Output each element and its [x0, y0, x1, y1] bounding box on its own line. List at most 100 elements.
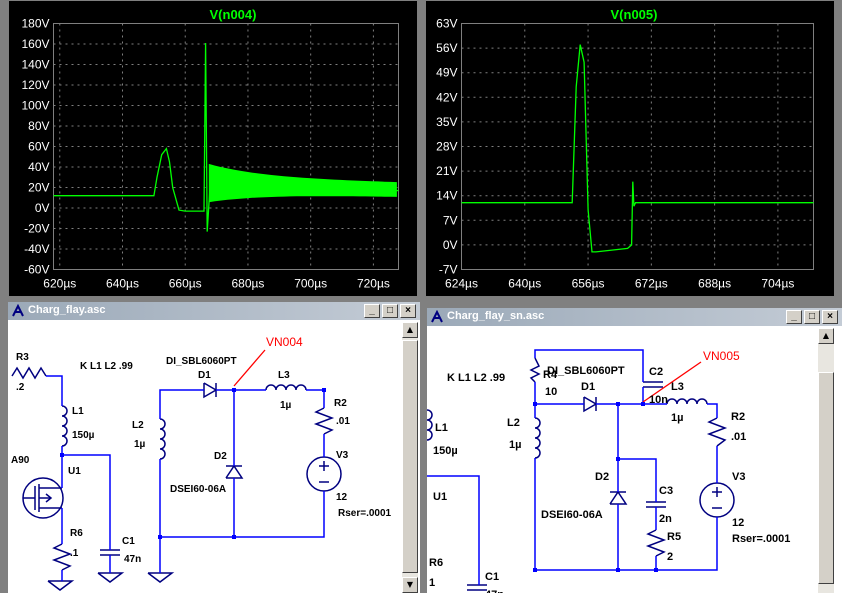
resistor-r6[interactable]: [51, 543, 73, 571]
y-tick-label: 20V: [28, 181, 49, 195]
value-r2: .01: [731, 431, 746, 443]
resistor-r4[interactable]: [529, 357, 541, 383]
label-r6: R6: [70, 528, 83, 539]
ground-symbol: [47, 580, 75, 591]
maximize-button[interactable]: □: [382, 304, 398, 318]
trace-vn004[interactable]: [53, 42, 399, 232]
label-v3: V3: [732, 471, 745, 483]
maximize-button[interactable]: □: [804, 310, 820, 324]
scroll-down-button[interactable]: ▼: [402, 577, 418, 593]
y-tick-label: 42V: [436, 90, 457, 104]
diode-d1[interactable]: [203, 382, 218, 399]
capacitor-c2[interactable]: [643, 381, 663, 388]
capacitor-c1[interactable]: [100, 549, 120, 556]
diode-d2[interactable]: [225, 464, 244, 479]
diode-model: DI_SBL6060PT: [547, 365, 625, 377]
v3-rser: Rser=.0001: [732, 533, 790, 545]
net-label-vn005[interactable]: VN005: [703, 349, 740, 363]
schematic-window-left[interactable]: Charg_flay.asc _ □ × ▲ ▼: [8, 302, 420, 593]
resistor-r2[interactable]: [313, 407, 335, 435]
scroll-thumb[interactable]: [818, 372, 834, 584]
resistor-r3[interactable]: [11, 366, 47, 380]
value-l1: 150µ: [433, 445, 458, 457]
y-tick-label: 180V: [21, 17, 49, 31]
label-a90: A90: [11, 455, 30, 466]
net-label-vn004[interactable]: VN004: [266, 335, 303, 349]
grid: [53, 23, 399, 270]
y-tick-label: 60V: [28, 140, 49, 154]
inductor-l1[interactable]: [427, 409, 433, 441]
x-tick-label: 660µs: [169, 277, 202, 291]
inductor-l2[interactable]: [159, 418, 166, 460]
schematic-canvas[interactable]: R3 .2 K L1 L2 .99 L1 150µ A90 U1 R6 .1 C…: [8, 322, 402, 593]
mosfet-u1[interactable]: [22, 477, 64, 519]
window-titlebar[interactable]: Charg_flay.asc _ □ ×: [8, 302, 420, 320]
inductor-l3[interactable]: [265, 384, 307, 391]
schematic-canvas[interactable]: K L1 L2 .99 R4 10 DI_SBL6060PT C2 10n D1…: [427, 328, 819, 593]
window-titlebar[interactable]: Charg_flay_sn.asc _ □ ×: [427, 308, 842, 326]
value-l3: 1µ: [280, 400, 292, 411]
close-button[interactable]: ×: [400, 304, 416, 318]
label-u1: U1: [68, 466, 81, 477]
diode-d1[interactable]: [583, 396, 598, 413]
y-tick-label: 0V: [35, 201, 50, 215]
x-tick-label: 640µs: [106, 277, 139, 291]
y-tick-label: 56V: [436, 41, 457, 55]
y-tick-label: 40V: [28, 160, 49, 174]
resistor-r5[interactable]: [645, 529, 667, 557]
trace-title[interactable]: V(n004): [210, 7, 257, 22]
label-d1: D1: [198, 370, 211, 381]
x-tick-label: 672µs: [635, 277, 668, 291]
x-tick-label: 624µs: [445, 277, 478, 291]
label-d2: D2: [595, 471, 609, 483]
waveform-plot-left[interactable]: V(n004) 180V160V140V120V100V80V60V40V20V…: [9, 1, 417, 296]
x-tick-label: 620µs: [43, 277, 76, 291]
label-r2: R2: [334, 398, 347, 409]
close-button[interactable]: ×: [822, 310, 838, 324]
capacitor-c1[interactable]: [467, 584, 487, 591]
label-d2: D2: [214, 451, 227, 462]
waveform-plot-right[interactable]: V(n005) 63V56V49V42V35V28V21V14V7V0V-7V …: [426, 1, 834, 296]
trace-vn005[interactable]: [461, 44, 814, 253]
y-tick-label: 7V: [443, 213, 458, 227]
voltage-source-v3[interactable]: [306, 456, 342, 492]
inductor-l3[interactable]: [666, 398, 708, 405]
net-label-pointer: [642, 361, 702, 403]
label-l2: L2: [507, 417, 520, 429]
capacitor-c3[interactable]: [646, 501, 666, 508]
schematic-window-right[interactable]: Charg_flay_sn.asc _ □ × ▲: [427, 308, 842, 593]
scroll-up-button[interactable]: ▲: [402, 322, 418, 338]
label-c3: C3: [659, 485, 673, 497]
vertical-scrollbar[interactable]: ▲: [818, 328, 834, 593]
inductor-l2[interactable]: [534, 417, 541, 459]
scroll-thumb[interactable]: [402, 340, 418, 573]
diode-d2[interactable]: [609, 490, 628, 505]
value-c2: 10n: [649, 394, 668, 406]
label-r4: R4: [543, 369, 558, 381]
value-v3: 12: [336, 492, 348, 503]
voltage-source-v3[interactable]: [699, 482, 735, 518]
plot-frame: [53, 23, 399, 270]
ground-symbol: [97, 572, 125, 583]
y-tick-label: 49V: [436, 66, 457, 80]
scroll-up-button[interactable]: ▲: [818, 328, 834, 344]
label-u1: U1: [433, 491, 447, 503]
y-tick-label: 140V: [21, 58, 49, 72]
value-l1: 150µ: [72, 430, 95, 441]
value-l2: 1µ: [509, 439, 521, 451]
k-statement: K L1 L2 .99: [447, 372, 505, 384]
ltspice-icon: [12, 304, 24, 317]
label-c1: C1: [485, 571, 499, 583]
vertical-scrollbar[interactable]: ▲ ▼: [402, 322, 418, 593]
resistor-r2[interactable]: [706, 417, 728, 447]
inductor-l1[interactable]: [61, 405, 68, 447]
trace-title[interactable]: V(n005): [611, 7, 658, 22]
minimize-button[interactable]: _: [786, 310, 802, 324]
minimize-button[interactable]: _: [364, 304, 380, 318]
y-tick-label: -60V: [24, 263, 49, 277]
y-tick-label: 28V: [436, 140, 457, 154]
y-tick-label: 14V: [436, 189, 457, 203]
